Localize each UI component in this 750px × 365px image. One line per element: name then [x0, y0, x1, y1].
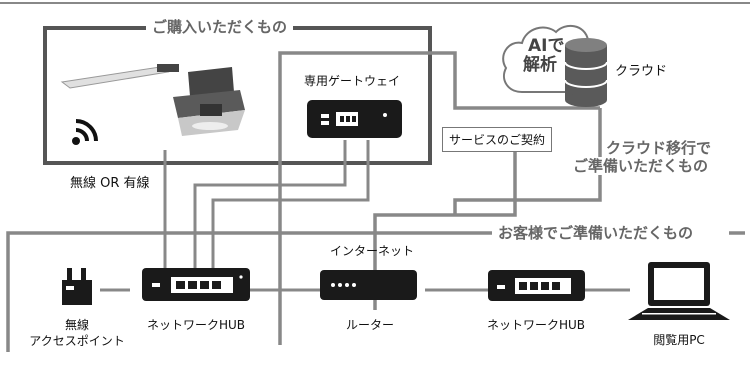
- access-point-label-line1: 無線: [64, 318, 90, 332]
- cloud-label: クラウド: [615, 64, 668, 79]
- cloud-migration-lines: [278, 51, 602, 345]
- purchase-group-title: ご購入いただくもの: [146, 18, 294, 36]
- cloud-ai-text-line1: AIで: [528, 36, 565, 56]
- cloud-ai-text-line2: 解析: [523, 55, 557, 75]
- hub-right-icon: [488, 270, 585, 301]
- hub-left-label: ネットワークHUB: [146, 318, 246, 332]
- pc-label: 閲覧用PC: [653, 333, 705, 347]
- router-icon: [320, 270, 417, 300]
- hub-right-label: ネットワークHUB: [486, 318, 586, 332]
- database-icon: [564, 38, 608, 107]
- access-point-icon: [62, 268, 92, 305]
- hub-left-icon: [142, 268, 250, 301]
- gateway-icon: [307, 100, 402, 138]
- cloud-migration-title-line2: ご準備いただくもの: [573, 157, 709, 175]
- router-label: ルーター: [345, 318, 395, 332]
- service-contract-label: サービスのご契約: [442, 127, 553, 152]
- customer-group-title: お客様でご準備いただくもの: [492, 224, 700, 242]
- light-fixture-icon: [173, 67, 245, 136]
- internet-label: インターネット: [329, 244, 415, 258]
- wifi-icon: [72, 119, 98, 145]
- customer-group-line: [6, 231, 500, 352]
- gateway-label: 専用ゲートウェイ: [303, 74, 401, 88]
- light-bar-icon: [60, 64, 179, 89]
- cloud-migration-title-line1: クラウド移行で: [606, 139, 712, 157]
- laptop-icon: [628, 262, 730, 320]
- connections: [100, 140, 630, 292]
- access-point-label-line2: アクセスポイント: [29, 334, 125, 348]
- wireless-or-wired-label: 無線 OR 有線: [70, 176, 150, 191]
